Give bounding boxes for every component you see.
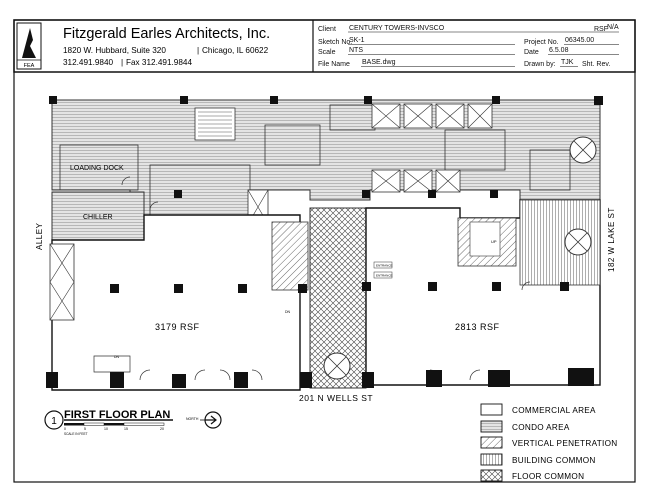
- street-east-label: 182 W LAKE ST: [607, 207, 616, 272]
- scale-tick-3: 15: [124, 427, 128, 431]
- drawn-label: Drawn by:: [524, 61, 556, 68]
- commercial-area-west: [51, 214, 301, 391]
- dn-tag: DN: [285, 310, 291, 314]
- project-value: 06345.00: [565, 37, 594, 44]
- sheet-rev-label: Sht. Rev.: [582, 61, 610, 68]
- legend-item-vertical-penetration: VERTICAL PENETRATION: [480, 436, 617, 449]
- scale-tick-4: 20: [160, 427, 164, 431]
- firm-sep-1: |: [197, 46, 199, 55]
- firm-city: Chicago, IL 60622: [202, 46, 269, 55]
- scale-label: Scale: [318, 49, 336, 56]
- drawing-title-text: FIRST FLOOR PLAN: [64, 409, 170, 421]
- sketch-label: Sketch No.: [318, 39, 352, 46]
- firm-sep-2: |: [121, 58, 123, 67]
- firm-phone: 312.491.9840: [63, 58, 114, 67]
- firm-logo: [16, 22, 42, 70]
- scale-tick-0: 0: [64, 427, 66, 431]
- legend: COMMERCIAL AREA CONDO AREA VERTICAL PENE…: [480, 403, 617, 482]
- alley-label: ALLEY: [35, 222, 44, 250]
- file-label: File Name: [318, 61, 350, 68]
- logo-text: FEA: [24, 63, 35, 69]
- sketch-value: SK-1: [349, 37, 365, 44]
- shaft-center-left: [271, 221, 309, 291]
- chiller-label: CHILLER: [83, 214, 113, 221]
- legend-label: COMMERCIAL AREA: [512, 406, 596, 415]
- legend-item-floor-common: FLOOR COMMON: [480, 469, 584, 482]
- client-value: CENTURY TOWERS-INVSCO: [349, 25, 445, 32]
- rsf-label: RSF: [594, 26, 608, 33]
- legend-label: FLOOR COMMON: [512, 472, 584, 481]
- firm-address: 1820 W. Hubbard, Suite 320: [63, 46, 166, 55]
- area-west-label: 3179 RSF: [155, 322, 200, 332]
- dn-tag-2: DN: [114, 355, 120, 359]
- small-tag-1: ENTRANCE: [376, 264, 393, 268]
- legend-label: VERTICAL PENETRATION: [512, 439, 617, 448]
- shaft-left: [49, 243, 75, 321]
- firm-name: Fitzgerald Earles Architects, Inc.: [63, 26, 270, 42]
- loading-dock-label: LOADING DOCK: [70, 165, 124, 172]
- street-south-label: 201 N WELLS ST: [299, 393, 373, 403]
- detail-bubble: [44, 410, 64, 430]
- legend-item-condo: CONDO AREA: [480, 420, 570, 433]
- area-east-label: 2813 RSF: [455, 322, 500, 332]
- drawing-title: 1 FIRST FLOOR PLAN 0 5 10 15 20 SCALE IN…: [44, 409, 222, 436]
- detail-number: 1: [51, 416, 57, 427]
- scale-value: NTS: [349, 47, 363, 54]
- legend-item-commercial: COMMERCIAL AREA: [480, 403, 596, 416]
- scale-caption: SCALE IN FEET: [64, 432, 88, 436]
- title-block: FEA Fitzgerald Earles Architects, Inc. 1…: [13, 19, 636, 73]
- north-label: NORTH: [186, 417, 199, 421]
- file-value: BASE.dwg: [362, 59, 396, 66]
- legend-item-building-common: BUILDING COMMON: [480, 453, 596, 466]
- floor-plan: LOADING DOCK CHILLER UP ENTRANCE ENTRANC…: [35, 96, 616, 403]
- scale-tick-2: 10: [104, 427, 108, 431]
- drawn-value: TJK: [561, 59, 574, 66]
- project-label: Project No.: [524, 39, 559, 46]
- legend-label: CONDO AREA: [512, 423, 570, 432]
- stair-east: [469, 221, 501, 257]
- firm-fax: Fax 312.491.9844: [126, 58, 192, 67]
- client-label: Client: [318, 26, 336, 33]
- scale-bar: 0 5 10 15 20 SCALE IN FEET: [64, 422, 165, 436]
- rsf-value: N/A: [607, 24, 619, 31]
- date-value: 6.5.08: [549, 47, 569, 54]
- date-label: Date: [524, 49, 539, 56]
- scale-tick-1: 5: [84, 427, 86, 431]
- legend-label: BUILDING COMMON: [512, 456, 596, 465]
- small-tag-2: ENTRANCE: [376, 274, 393, 278]
- sheet-border: [13, 19, 636, 483]
- up-tag: UP: [491, 239, 497, 244]
